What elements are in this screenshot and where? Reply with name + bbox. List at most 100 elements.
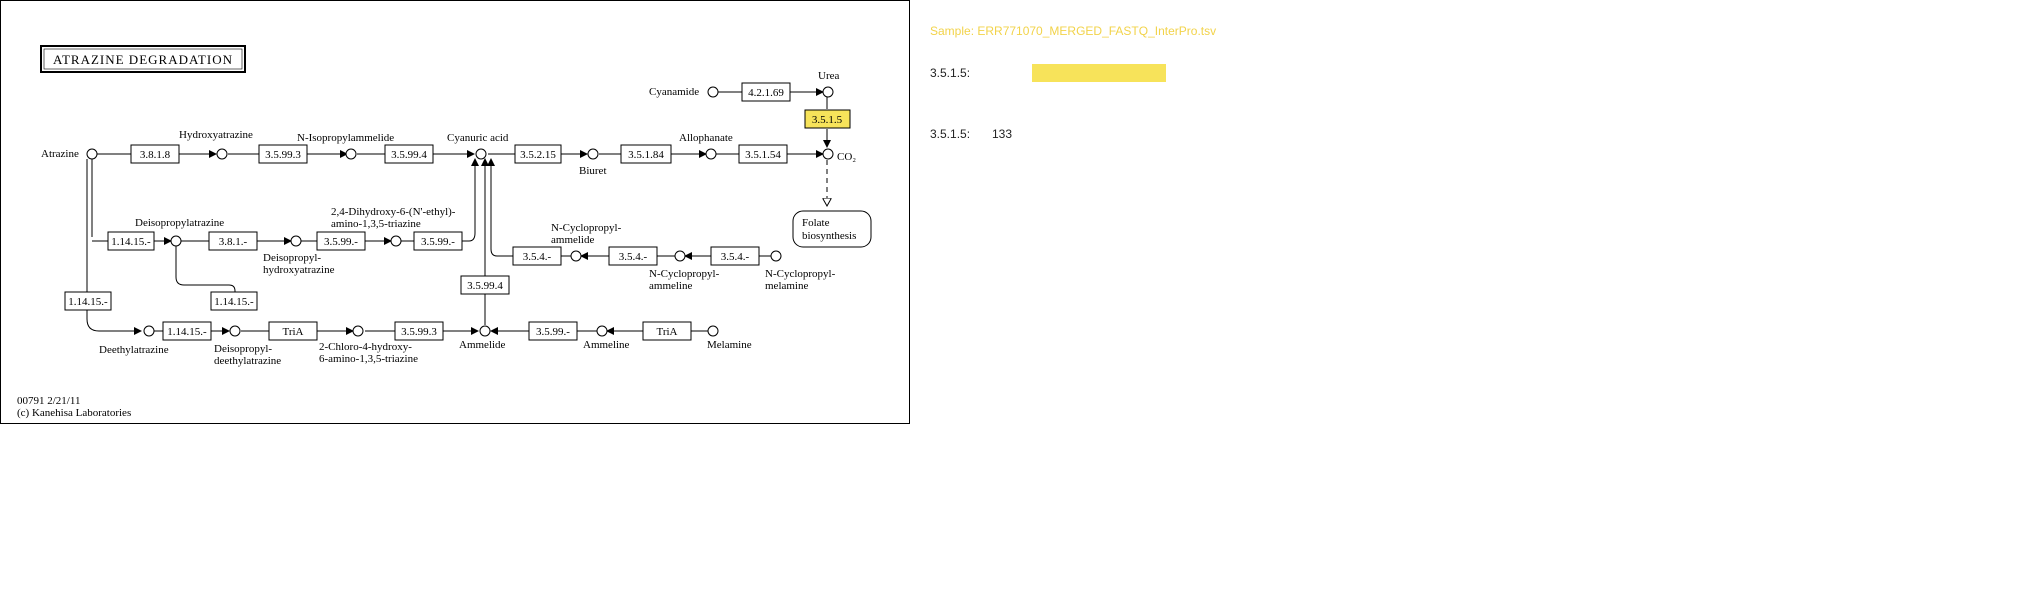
compound-ammeline-node[interactable] <box>596 325 608 337</box>
label-n-cyclopropylammeline-line1: N-Cyclopropyl- <box>649 268 720 280</box>
enzyme-label: 3.5.99.4 <box>391 149 427 161</box>
label-ammeline: Ammeline <box>583 339 630 351</box>
enzyme-label: 3.5.1.54 <box>745 149 781 161</box>
map-title: ATRAZINE DEGRADATION <box>53 52 233 67</box>
compound-n-cyclopropylammelide-node[interactable] <box>570 250 582 262</box>
enzyme-box[interactable]: 1.14.15.- <box>64 291 112 311</box>
label-n-cyclopropylammeline-line2: ammeline <box>649 280 692 292</box>
label-dihydroxy-line2: amino-1,3,5-triazine <box>331 218 421 230</box>
enzyme-box[interactable]: 3.8.1.8 <box>130 144 180 164</box>
enzyme-box[interactable]: 3.5.99.4 <box>460 275 510 295</box>
enzyme-label: 3.8.1.- <box>219 236 248 248</box>
compound-n-cyclopropylmelamine-node[interactable] <box>770 250 782 262</box>
label-chloro-line2: 6-amino-1,3,5-triazine <box>319 353 418 365</box>
enzyme-box[interactable]: 3.8.1.- <box>208 231 258 251</box>
enzyme-box[interactable]: 3.5.99.- <box>316 231 366 251</box>
enzyme-box[interactable]: 3.5.99.4 <box>384 144 434 164</box>
compound-cyanamide-node[interactable] <box>707 86 719 98</box>
compound-allophanate-node[interactable] <box>705 148 717 160</box>
label-deisopropyldeethyl-line1: Deisopropyl- <box>214 343 272 355</box>
compound-ammelide-node[interactable] <box>479 325 491 337</box>
label-cyanuric-acid: Cyanuric acid <box>447 132 509 144</box>
label-cyanamide: Cyanamide <box>649 86 699 98</box>
enzyme-box[interactable]: 3.5.4.- <box>608 246 658 266</box>
ec-abundance-bar <box>1032 64 1166 82</box>
enzyme-box[interactable]: 1.14.15.- <box>210 291 258 311</box>
compound-atrazine-node[interactable] <box>86 148 98 160</box>
label-n-cyclopropylmelamine-line1: N-Cyclopropyl- <box>765 268 836 280</box>
compound-n-isopropylammelide-node[interactable] <box>345 148 357 160</box>
enzyme-label: 3.5.2.15 <box>520 149 556 161</box>
compound-urea-node[interactable] <box>822 86 834 98</box>
compound-deisopropylhydroxyatrazine-node[interactable] <box>290 235 302 247</box>
enzyme-box[interactable]: 3.5.99.- <box>413 231 463 251</box>
label-melamine: Melamine <box>707 339 752 351</box>
enzyme-label: 1.14.15.- <box>214 296 254 308</box>
label-deisopropyldeethyl-line2: deethylatrazine <box>214 355 281 367</box>
label-atrazine: Atrazine <box>41 148 79 160</box>
sample-title: Sample: ERR771070_MERGED_FASTQ_InterPro.… <box>930 24 1217 38</box>
enzyme-label: 3.5.4.- <box>721 251 750 263</box>
label-biuret: Biuret <box>579 165 607 177</box>
enzyme-label: 3.5.4.- <box>523 251 552 263</box>
label-n-cyclopropylammelide-line2: ammelide <box>551 234 594 246</box>
label-co2: CO₂ <box>837 151 856 163</box>
label-urea: Urea <box>818 70 839 82</box>
compound-deethylatrazine-node[interactable] <box>143 325 155 337</box>
enzyme-label: 3.5.99.3 <box>401 326 437 338</box>
ec-count-value: 133 <box>992 127 1013 141</box>
enzyme-label: TriA <box>657 326 678 338</box>
pathway-map: ATRAZINE DEGRADATION <box>0 0 910 424</box>
ec-count-label: 3.5.1.5: <box>930 127 971 141</box>
enzyme-box[interactable]: 1.14.15.- <box>107 231 155 251</box>
folate-label-line2: biosynthesis <box>802 230 856 242</box>
compound-dihydroxy-node[interactable] <box>390 235 402 247</box>
enzyme-box[interactable]: 1.14.15.- <box>162 321 212 341</box>
enzyme-box[interactable]: 4.2.1.69 <box>741 82 791 102</box>
map-footer-id: 00791 2/21/11 <box>17 395 80 407</box>
enzyme-label: 3.5.1.84 <box>628 149 664 161</box>
enzyme-label: 3.5.99.4 <box>467 280 503 292</box>
compound-cyanuric-acid-node[interactable] <box>475 148 487 160</box>
compound-n-cyclopropylammeline-node[interactable] <box>674 250 686 262</box>
compound-co2-node[interactable] <box>822 148 834 160</box>
enzyme-label: 3.5.99.- <box>324 236 358 248</box>
enzyme-box[interactable]: TriA <box>642 321 692 341</box>
enzyme-label: 3.5.99.3 <box>265 149 301 161</box>
ec-bar-label: 3.5.1.5: <box>930 66 971 80</box>
enzyme-box[interactable]: 3.5.4.- <box>710 246 760 266</box>
enzyme-label: 1.14.15.- <box>111 236 151 248</box>
enzyme-label: 3.5.1.5 <box>812 114 843 126</box>
enzyme-box[interactable]: 3.5.99.3 <box>258 144 308 164</box>
compound-deisopropyldeethylatrazine-node[interactable] <box>229 325 241 337</box>
label-n-cyclopropylmelamine-line2: melamine <box>765 280 808 292</box>
label-ammelide: Ammelide <box>459 339 506 351</box>
label-deethylatrazine: Deethylatrazine <box>99 344 169 356</box>
compound-deisopropylatrazine-node[interactable] <box>170 235 182 247</box>
label-deisopropylatrazine: Deisopropylatrazine <box>135 217 224 229</box>
label-dihydroxy-line1: 2,4-Dihydroxy-6-(N'-ethyl)- <box>331 206 456 218</box>
map-title-box: ATRAZINE DEGRADATION <box>40 45 246 73</box>
enzyme-label: 3.5.4.- <box>619 251 648 263</box>
compound-hydroxyatrazine-node[interactable] <box>216 148 228 160</box>
enzyme-box[interactable]: TriA <box>268 321 318 341</box>
enzyme-box-highlighted[interactable]: 3.5.1.5 <box>804 109 851 129</box>
enzyme-box[interactable]: 3.5.99.- <box>528 321 578 341</box>
compound-chloro-hydroxy-node[interactable] <box>352 325 364 337</box>
label-n-cyclopropylammelide-line1: N-Cyclopropyl- <box>551 222 622 234</box>
map-footer-copyright: (c) Kanehisa Laboratories <box>17 407 131 419</box>
enzyme-box[interactable]: 3.5.4.- <box>512 246 562 266</box>
label-hydroxyatrazine: Hydroxyatrazine <box>179 129 253 141</box>
enzyme-label: 3.5.99.- <box>421 236 455 248</box>
enzyme-box[interactable]: 3.5.1.54 <box>738 144 788 164</box>
folate-biosynthesis-map-link[interactable]: Folate biosynthesis <box>792 210 872 248</box>
enzyme-box[interactable]: 3.5.2.15 <box>514 144 562 164</box>
compound-melamine-node[interactable] <box>707 325 719 337</box>
enzyme-label: TriA <box>283 326 304 338</box>
label-chloro-line1: 2-Chloro-4-hydroxy- <box>319 341 412 353</box>
enzyme-box[interactable]: 3.5.1.84 <box>620 144 672 164</box>
compound-biuret-node[interactable] <box>587 148 599 160</box>
enzyme-label: 3.5.99.- <box>536 326 570 338</box>
enzyme-box[interactable]: 3.5.99.3 <box>394 321 444 341</box>
folate-label-line1: Folate <box>802 217 830 229</box>
